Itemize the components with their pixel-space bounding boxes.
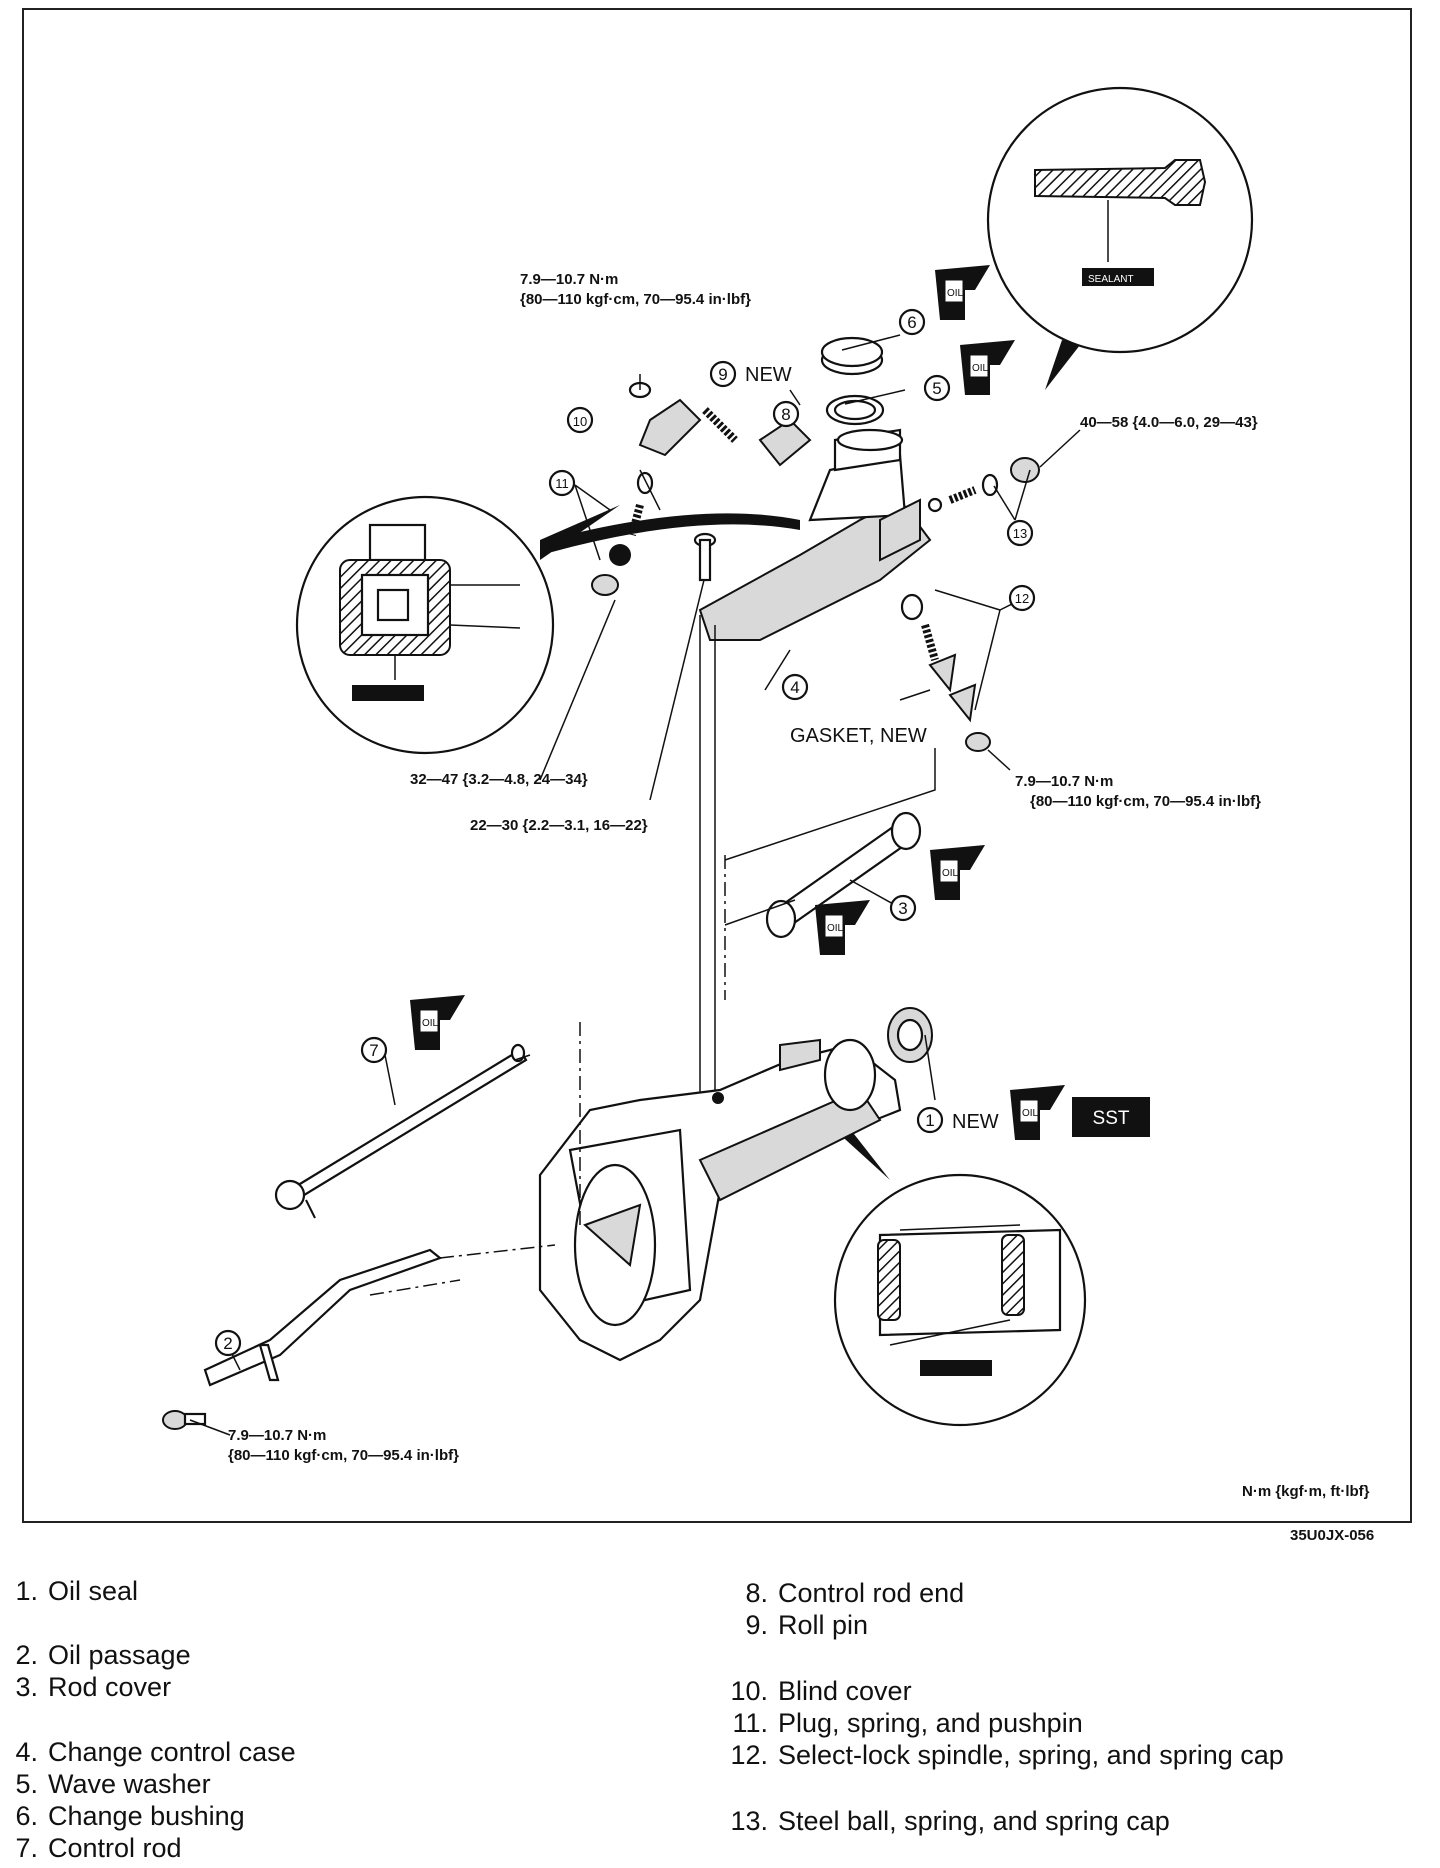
torque-case-bolt: 22—30 {2.2—3.1, 16—22} (470, 817, 648, 834)
change-bushing-icon (820, 336, 884, 376)
change-control-case (698, 428, 932, 1100)
sst-badge: SST (1072, 1097, 1150, 1137)
oil-can-icon: OIL (930, 845, 985, 900)
case-bolt-icon (693, 532, 717, 582)
legend-item-3: 3.Rod cover (15, 1672, 172, 1702)
svg-text:11: 11 (555, 476, 569, 491)
torque-right-1: 7.9—10.7 N·m (1015, 773, 1113, 790)
svg-text:OIL: OIL (972, 363, 989, 374)
callout-6: 6 (898, 308, 926, 336)
detail-circle-blind-cover (295, 495, 800, 755)
svg-text:4: 4 (790, 678, 799, 697)
legend-item-4: 4.Change control case (15, 1737, 296, 1767)
legend-item-13: 13.Steel ball, spring, and spring cap (730, 1806, 1170, 1836)
callout-1: 1 (916, 1106, 944, 1134)
new-label-9: NEW (745, 364, 792, 386)
legend-item-10: 10.Blind cover (730, 1676, 912, 1706)
legend-item-8: 8.Control rod end (745, 1578, 965, 1608)
legend-item-7: 7.Control rod (15, 1833, 182, 1863)
svg-text:OIL: OIL (947, 288, 964, 299)
torque-right-plug: 40—58 {4.0—6.0, 29—43} (1080, 414, 1258, 431)
svg-text:3: 3 (898, 899, 907, 918)
detail-circle-plug: SEALANT (986, 86, 1254, 390)
svg-text:SEALANT: SEALANT (1088, 274, 1134, 285)
plug-spring-pushpin-icon (591, 471, 654, 596)
legend-item-6: 6.Change bushing (15, 1801, 245, 1831)
callout-10: 10 (566, 406, 594, 434)
svg-text:2: 2 (223, 1334, 232, 1353)
svg-text:SST: SST (1093, 1108, 1130, 1129)
callout-8: 8 (772, 400, 800, 428)
callout-3: 3 (889, 894, 917, 922)
oil-can-icon: OIL (1010, 1085, 1065, 1140)
roll-pin-icon (702, 407, 738, 443)
callout-9: 9 (709, 360, 737, 388)
svg-text:OIL: OIL (827, 923, 844, 934)
exploded-view-diagram: SEALANT (162, 86, 1370, 1500)
torque-bottom-1: 7.9—10.7 N·m (228, 1427, 326, 1444)
oil-can-icon: OIL (815, 900, 870, 955)
legend-item-5: 5.Wave washer (15, 1769, 211, 1799)
oil-passage-icon (203, 1248, 443, 1387)
callout-2: 2 (214, 1329, 242, 1357)
diagram-frame (22, 8, 1412, 1523)
legend-item-11: 11.Plug, spring, and pushpin (732, 1708, 1083, 1738)
svg-text:OIL: OIL (942, 868, 959, 879)
assembly-lines (369, 748, 936, 1296)
new-label-1: NEW (952, 1111, 999, 1133)
oil-can-icon: OIL (935, 265, 990, 320)
legend-item-9: 9.Roll pin (745, 1610, 869, 1640)
torque-right-2: {80—110 kgf·cm, 70—95.4 in·lbf} (1030, 793, 1261, 810)
callout-12: 12 (1008, 584, 1036, 612)
control-rod-icon (274, 1043, 528, 1219)
torque-bottom-2: {80—110 kgf·cm, 70—95.4 in·lbf} (228, 1447, 459, 1464)
steel-ball-spring-cap-icon (927, 457, 1040, 513)
bottom-bolt-icon (162, 1410, 207, 1430)
svg-text:5: 5 (932, 379, 941, 398)
blind-cover-icon (628, 381, 702, 457)
svg-text:10: 10 (573, 414, 587, 429)
figure-code: 35U0JX-056 (1290, 1527, 1375, 1544)
sealant-tube-icon (352, 685, 424, 701)
rod-cover-icon (765, 811, 922, 939)
torque-left-plug: 32—47 {3.2—4.8, 24—34} (410, 771, 588, 788)
legend-item-12: 12.Select-lock spindle, spring, and spri… (730, 1740, 1284, 1770)
torque-top-2: {80—110 kgf·cm, 70—95.4 in·lbf} (520, 291, 751, 308)
callout-7: 7 (360, 1036, 388, 1064)
extension-housing (538, 1007, 933, 1362)
callout-11: 11 (548, 469, 576, 497)
svg-text:1: 1 (925, 1111, 934, 1130)
oil-can-icon: OIL (960, 340, 1015, 395)
legend-item-1: 1.Oil seal (15, 1576, 139, 1606)
oil-can-icon: OIL (410, 995, 465, 1050)
legend-item-2: 2.Oil passage (15, 1640, 191, 1670)
sealant-tube-icon (920, 1360, 992, 1376)
callout-5: 5 (923, 374, 951, 402)
svg-text:7: 7 (369, 1041, 378, 1060)
svg-text:8: 8 (781, 405, 790, 424)
units-note: N·m {kgf·m, ft·lbf} (1242, 1483, 1370, 1500)
gasket-label: GASKET, NEW (790, 725, 927, 747)
svg-text:OIL: OIL (422, 1018, 439, 1029)
right-bolt-icon (965, 732, 991, 752)
svg-text:12: 12 (1015, 591, 1029, 606)
torque-top-1: 7.9—10.7 N·m (520, 271, 618, 288)
callout-13: 13 (1006, 519, 1034, 547)
svg-text:6: 6 (907, 313, 916, 332)
callout-4: 4 (781, 673, 809, 701)
svg-text:9: 9 (718, 365, 727, 384)
wave-washer-icon (825, 394, 885, 426)
svg-text:13: 13 (1013, 526, 1027, 541)
svg-text:OIL: OIL (1022, 1108, 1039, 1119)
sealant-tube-icon (1082, 268, 1154, 286)
control-rod-end-icon (758, 418, 812, 467)
